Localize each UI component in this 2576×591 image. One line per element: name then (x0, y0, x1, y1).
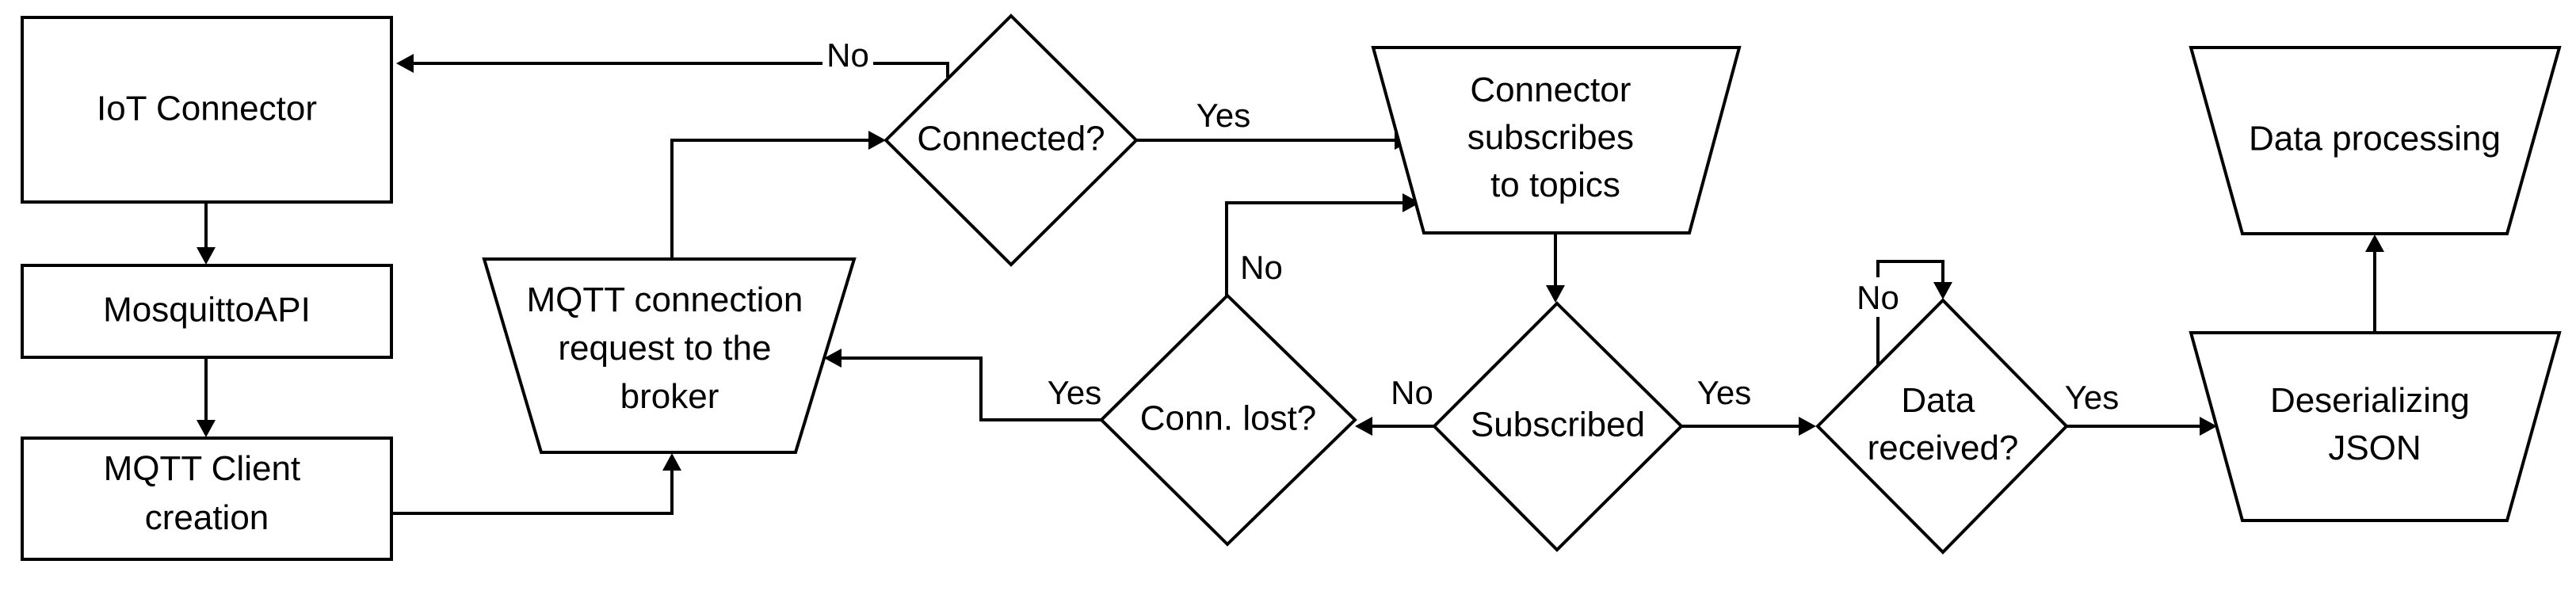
edge-subscribes-to-subscribed (1546, 233, 1565, 303)
node-deserializing: Deserializing JSON (2189, 331, 2562, 522)
node-connected: Connected? (883, 13, 1139, 267)
node-mqtt-client-label: MQTT Client creation (104, 449, 311, 537)
edge-request-to-connected (670, 131, 886, 259)
edge-connected-no (396, 54, 949, 78)
node-conn-lost: Conn. lost? (1099, 293, 1357, 547)
node-data-received-line-2: received? (1868, 429, 2019, 467)
edge-label-data-received-yes: Yes (2065, 379, 2120, 416)
node-mqtt-client-line-1: MQTT Client (104, 449, 301, 488)
edge-label-data-received-no: No (1857, 279, 1899, 316)
node-subscribes-line-2: subscribes (1467, 118, 1634, 157)
edge-connected-yes (1136, 131, 1412, 150)
edge-conn-lost-no (1225, 193, 1420, 296)
edge-label-conn-lost-no: No (1240, 249, 1283, 286)
node-subscribed-label: Subscribed (1471, 406, 1645, 444)
node-data-received-label: Data received? (1868, 381, 2019, 467)
node-subscribes-line-1: Connector (1470, 71, 1631, 109)
edge-mosquitto-to-client (197, 357, 216, 437)
node-mqtt-client: MQTT Client creation (21, 437, 393, 561)
edge-deserializing-to-processing (2365, 234, 2384, 331)
edge-iot-to-mosquitto (197, 202, 216, 265)
node-deserializing-line-1: Deserializing (2270, 381, 2470, 420)
node-mqtt-client-line-2: creation (145, 498, 269, 537)
node-mosquitto-api-label: MosquittoAPI (103, 291, 311, 330)
node-iot-connector-label: IoT Connector (97, 90, 317, 128)
node-subscribes-label: Connector subscribes to topics (1467, 71, 1644, 204)
node-data-processing: Data processing (2189, 46, 2562, 235)
edge-conn-lost-yes (824, 349, 1101, 421)
node-deserializing-label: Deserializing JSON (2270, 381, 2479, 467)
node-mqtt-request: MQTT connection request to the broker (482, 257, 857, 454)
edge-label-conn-lost-yes: Yes (1048, 374, 1102, 411)
edge-label-connected-no: No (826, 36, 869, 74)
node-mqtt-request-line-1: MQTT connection (526, 280, 803, 319)
node-mqtt-request-label: MQTT connection request to the broker (526, 280, 812, 416)
edge-subscribed-yes (1681, 417, 1816, 436)
edge-label-subscribed-yes: Yes (1697, 374, 1752, 411)
node-subscribes-line-3: to topics (1490, 166, 1620, 204)
node-connected-label: Connected? (917, 120, 1105, 158)
edge-label-subscribed-no: No (1391, 374, 1433, 411)
node-conn-lost-label: Conn. lost? (1140, 399, 1317, 438)
node-subscribed: Subscribed (1432, 301, 1684, 552)
node-data-received: Data received? (1815, 298, 2069, 555)
node-data-processing-label: Data processing (2249, 120, 2501, 158)
edge-client-to-request (390, 453, 681, 515)
node-mqtt-request-line-3: broker (620, 377, 719, 416)
node-mqtt-request-line-2: request to the (558, 329, 771, 368)
node-subscribes: Connector subscribes to topics (1371, 46, 1742, 234)
edge-label-connected-yes: Yes (1196, 97, 1251, 134)
edge-labels: No Yes No Yes No Yes No Yes (822, 36, 2119, 416)
edge-data-received-yes (2067, 417, 2217, 436)
node-deserializing-line-2: JSON (2328, 429, 2421, 467)
node-mosquitto-api: MosquittoAPI (21, 264, 393, 359)
edge-subscribed-no (1355, 417, 1434, 436)
node-data-received-line-1: Data (1901, 381, 1975, 420)
node-iot-connector: IoT Connector (21, 16, 393, 204)
